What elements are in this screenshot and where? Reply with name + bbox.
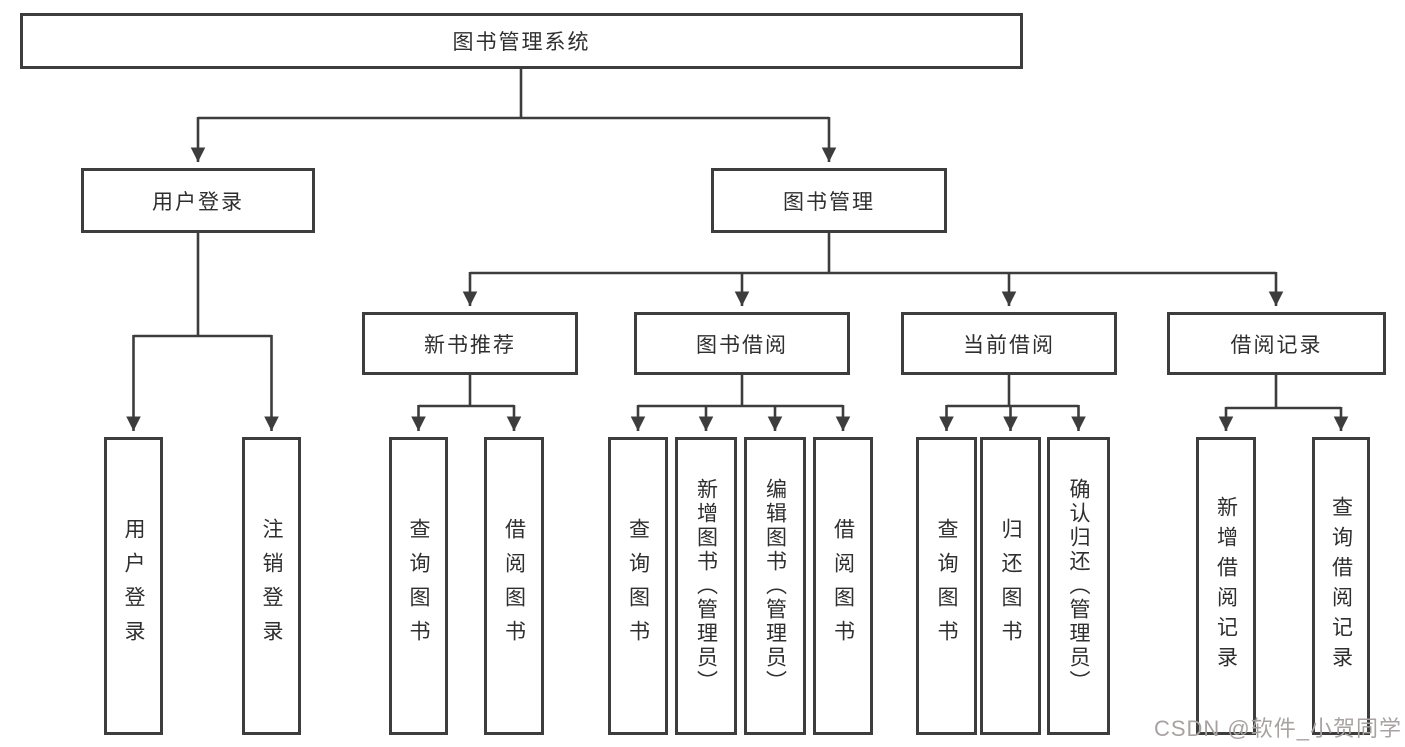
leaf-borrow-books: 借阅图书 xyxy=(484,437,544,735)
node-label: 图书借阅 xyxy=(696,333,788,357)
node-label: 查询图书 xyxy=(935,518,958,654)
node-new-book-recommend: 新书推荐 xyxy=(362,312,578,375)
node-label: 新增图书（管理员） xyxy=(694,478,718,694)
node-label: 图书管理系统 xyxy=(452,31,591,54)
leaf-user-login: 用户登录 xyxy=(104,437,163,735)
node-label: 借阅图书 xyxy=(831,518,855,654)
node-label: 归还图书 xyxy=(999,518,1022,654)
node-library-management-system: 图书管理系统 xyxy=(20,13,1023,69)
leaf-query-books: 查询图书 xyxy=(389,437,448,735)
leaf-return-books: 归还图书 xyxy=(980,437,1041,735)
node-label: 确认归还（管理员） xyxy=(1067,478,1090,694)
leaf-confirm-return-admin: 确认归还（管理员） xyxy=(1047,437,1110,735)
node-label: 借阅图书 xyxy=(502,518,526,654)
node-label: 用户登录 xyxy=(122,518,145,654)
node-label: 借阅记录 xyxy=(1230,333,1323,357)
node-current-borrowing: 当前借阅 xyxy=(901,312,1117,375)
leaf-borrow-books-2: 借阅图书 xyxy=(813,437,873,735)
leaf-logout: 注销登录 xyxy=(242,437,301,735)
leaf-query-borrow-record: 查询借阅记录 xyxy=(1312,437,1370,735)
node-label: 注销登录 xyxy=(260,518,283,654)
node-book-management: 图书管理 xyxy=(711,168,947,233)
node-label: 新书推荐 xyxy=(424,333,516,357)
node-borrow-records: 借阅记录 xyxy=(1167,312,1386,375)
node-label: 编辑图书（管理员） xyxy=(763,478,787,694)
node-label: 查询图书 xyxy=(407,518,430,654)
leaf-add-borrow-record: 新增借阅记录 xyxy=(1196,437,1256,735)
node-label: 新增借阅记录 xyxy=(1214,496,1238,676)
node-label: 查询借阅记录 xyxy=(1329,496,1353,676)
node-label: 用户登录 xyxy=(152,190,244,214)
node-label: 当前借阅 xyxy=(963,333,1055,357)
node-label: 查询图书 xyxy=(626,518,650,654)
node-book-borrowing: 图书借阅 xyxy=(634,312,850,375)
node-user-login: 用户登录 xyxy=(81,168,315,233)
leaf-add-books-admin: 新增图书（管理员） xyxy=(675,437,737,735)
node-label: 图书管理 xyxy=(783,190,875,214)
leaf-query-books-3: 查询图书 xyxy=(916,437,977,735)
leaf-edit-books-admin: 编辑图书（管理员） xyxy=(744,437,806,735)
leaf-query-books-2: 查询图书 xyxy=(608,437,668,735)
